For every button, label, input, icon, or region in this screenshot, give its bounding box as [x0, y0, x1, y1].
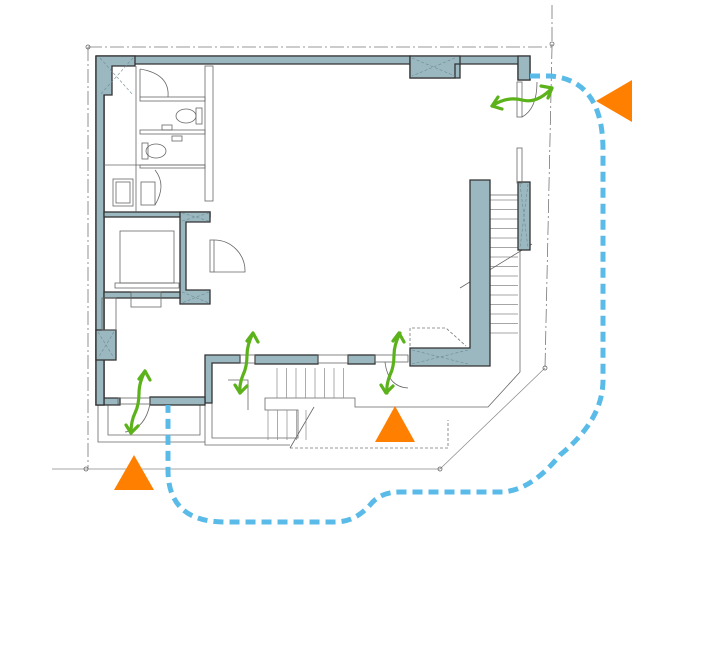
site-boundary — [52, 5, 555, 472]
entry-marker-icon — [114, 455, 154, 490]
ventilation-arrow-icon — [490, 84, 554, 111]
ventilation-arrow-icon — [379, 331, 406, 395]
exterior-steps — [97, 194, 533, 449]
circulation-route — [165, 73, 606, 525]
entry-marker-icon — [375, 406, 415, 442]
walls — [95, 55, 531, 406]
ventilation-arrows — [124, 84, 554, 435]
ventilation-arrow-icon — [233, 331, 260, 395]
entry-marker-icon — [596, 80, 632, 122]
ventilation-arrow-icon — [124, 369, 152, 435]
